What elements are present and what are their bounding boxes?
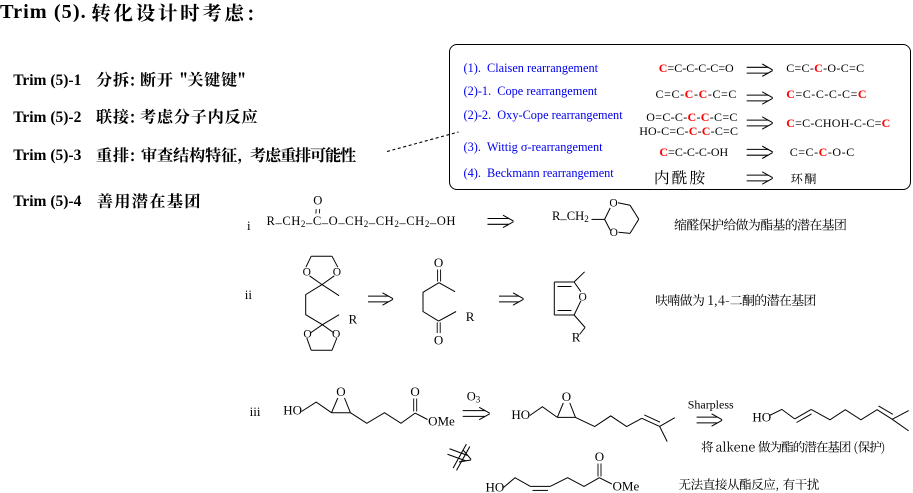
svg-text:O: O <box>434 255 443 270</box>
svg-text:HO: HO <box>486 479 505 493</box>
svg-text:OMe: OMe <box>613 479 640 493</box>
svg-text:O: O <box>332 329 340 341</box>
svg-text:O: O <box>303 267 311 279</box>
svg-text:O: O <box>609 198 617 210</box>
svg-text:HO: HO <box>511 407 530 422</box>
svg-text:O3: O3 <box>467 390 481 405</box>
svg-text:O: O <box>313 193 322 207</box>
svg-text:O: O <box>336 384 345 399</box>
svg-text:O: O <box>434 333 443 348</box>
svg-text:O: O <box>303 329 311 341</box>
svg-text:O: O <box>410 384 419 399</box>
svg-text:R: R <box>349 311 358 326</box>
svg-text:O: O <box>333 267 341 279</box>
svg-text:R: R <box>466 309 475 324</box>
svg-text:O: O <box>610 227 618 239</box>
svg-text:Sharpless: Sharpless <box>688 398 734 412</box>
svg-text:O: O <box>562 389 571 404</box>
svg-text:O: O <box>595 449 604 464</box>
svg-text:OMe: OMe <box>428 414 455 429</box>
svg-text:O: O <box>579 291 587 303</box>
svg-text:R: R <box>572 329 581 344</box>
svg-text:HO: HO <box>283 403 302 418</box>
svg-text:HO: HO <box>752 410 771 425</box>
